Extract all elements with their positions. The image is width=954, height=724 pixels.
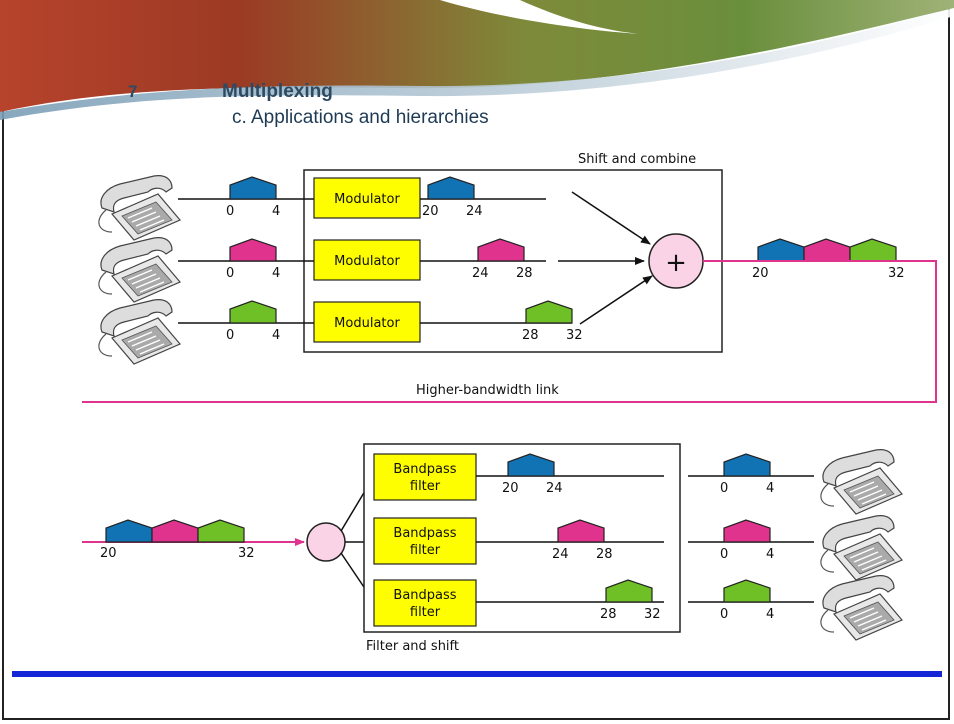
telephone-icon bbox=[98, 298, 181, 365]
band-low-label: 28 bbox=[522, 328, 539, 343]
svg-text:Modulator: Modulator bbox=[334, 316, 400, 331]
telephone-icon bbox=[820, 448, 903, 515]
band-high-label: 32 bbox=[566, 328, 583, 343]
bandpass-filter-block: Bandpass filter bbox=[373, 453, 477, 501]
band-high-label: 4 bbox=[272, 328, 280, 343]
svg-text:Bandpass: Bandpass bbox=[393, 588, 456, 603]
spectrum-shape bbox=[723, 519, 771, 543]
band-low-label: 0 bbox=[226, 328, 234, 343]
svg-text:filter: filter bbox=[410, 543, 441, 558]
spectrum-shape bbox=[229, 238, 277, 262]
band-high-label: 32 bbox=[888, 266, 905, 281]
spectrum-shape bbox=[723, 453, 771, 477]
band-low-label: 0 bbox=[720, 607, 728, 622]
svg-text:filter: filter bbox=[410, 479, 441, 494]
combined-spectrum bbox=[105, 519, 245, 543]
band-high-label: 4 bbox=[766, 607, 774, 622]
combined-spectrum bbox=[757, 238, 897, 262]
telephone-icon bbox=[820, 514, 903, 581]
slide-number: 7 bbox=[128, 82, 138, 101]
header-swoosh-banner bbox=[0, 0, 954, 120]
band-high-label: 4 bbox=[272, 204, 280, 219]
combiner-adder: + bbox=[648, 233, 704, 289]
svg-text:Modulator: Modulator bbox=[334, 254, 400, 269]
telephone-icon bbox=[820, 574, 903, 641]
band-high-label: 4 bbox=[766, 547, 774, 562]
svg-text:+: + bbox=[665, 248, 687, 278]
band-high-label: 24 bbox=[546, 481, 563, 496]
band-low-label: 0 bbox=[226, 266, 234, 281]
band-low-label: 20 bbox=[422, 204, 439, 219]
spectrum-shape bbox=[229, 300, 277, 324]
band-low-label: 28 bbox=[600, 607, 617, 622]
spectrum-shape bbox=[427, 176, 475, 200]
spectrum-shape bbox=[477, 238, 525, 262]
band-low-label: 0 bbox=[226, 204, 234, 219]
spectrum-shape bbox=[605, 579, 653, 603]
bottom-divider-bar bbox=[12, 671, 942, 677]
band-low-label: 24 bbox=[552, 547, 569, 562]
modulator-block: Modulator bbox=[313, 301, 421, 343]
modulator-block: Modulator bbox=[313, 177, 421, 219]
band-low-label: 0 bbox=[720, 547, 728, 562]
band-low-label: 20 bbox=[502, 481, 519, 496]
spectrum-shape bbox=[525, 300, 573, 324]
slide-title: Multiplexing bbox=[222, 81, 333, 102]
band-low-label: 20 bbox=[100, 546, 117, 561]
svg-text:Modulator: Modulator bbox=[334, 192, 400, 207]
band-low-label: 24 bbox=[472, 266, 489, 281]
band-low-label: 0 bbox=[720, 481, 728, 496]
band-high-label: 4 bbox=[272, 266, 280, 281]
filter-and-shift-label: Filter and shift bbox=[366, 639, 459, 654]
spectrum-shape bbox=[507, 453, 555, 477]
fdm-diagram: Shift and combine 0 4 0 4 0 4 Modulator … bbox=[82, 152, 937, 654]
band-high-label: 32 bbox=[238, 546, 255, 561]
higher-bandwidth-link-label: Higher-bandwidth link bbox=[416, 383, 559, 398]
svg-text:filter: filter bbox=[410, 605, 441, 620]
band-high-label: 4 bbox=[766, 481, 774, 496]
band-high-label: 32 bbox=[644, 607, 661, 622]
bandpass-filter-block: Bandpass filter bbox=[373, 517, 477, 565]
bandpass-filter-block: Bandpass filter bbox=[373, 579, 477, 627]
spectrum-shape bbox=[723, 579, 771, 603]
svg-text:Bandpass: Bandpass bbox=[393, 462, 456, 477]
band-low-label: 20 bbox=[752, 266, 769, 281]
telephone-icon bbox=[98, 174, 181, 241]
svg-text:Bandpass: Bandpass bbox=[393, 526, 456, 541]
band-high-label: 28 bbox=[596, 547, 613, 562]
splitter-node bbox=[306, 522, 346, 562]
band-high-label: 28 bbox=[516, 266, 533, 281]
spectrum-shape bbox=[557, 519, 605, 543]
shift-and-combine-label: Shift and combine bbox=[578, 152, 696, 167]
spectrum-shape bbox=[229, 176, 277, 200]
band-high-label: 24 bbox=[466, 204, 483, 219]
telephone-icon bbox=[98, 236, 181, 303]
slide-subtitle: c. Applications and hierarchies bbox=[232, 107, 489, 128]
modulator-block: Modulator bbox=[313, 239, 421, 281]
